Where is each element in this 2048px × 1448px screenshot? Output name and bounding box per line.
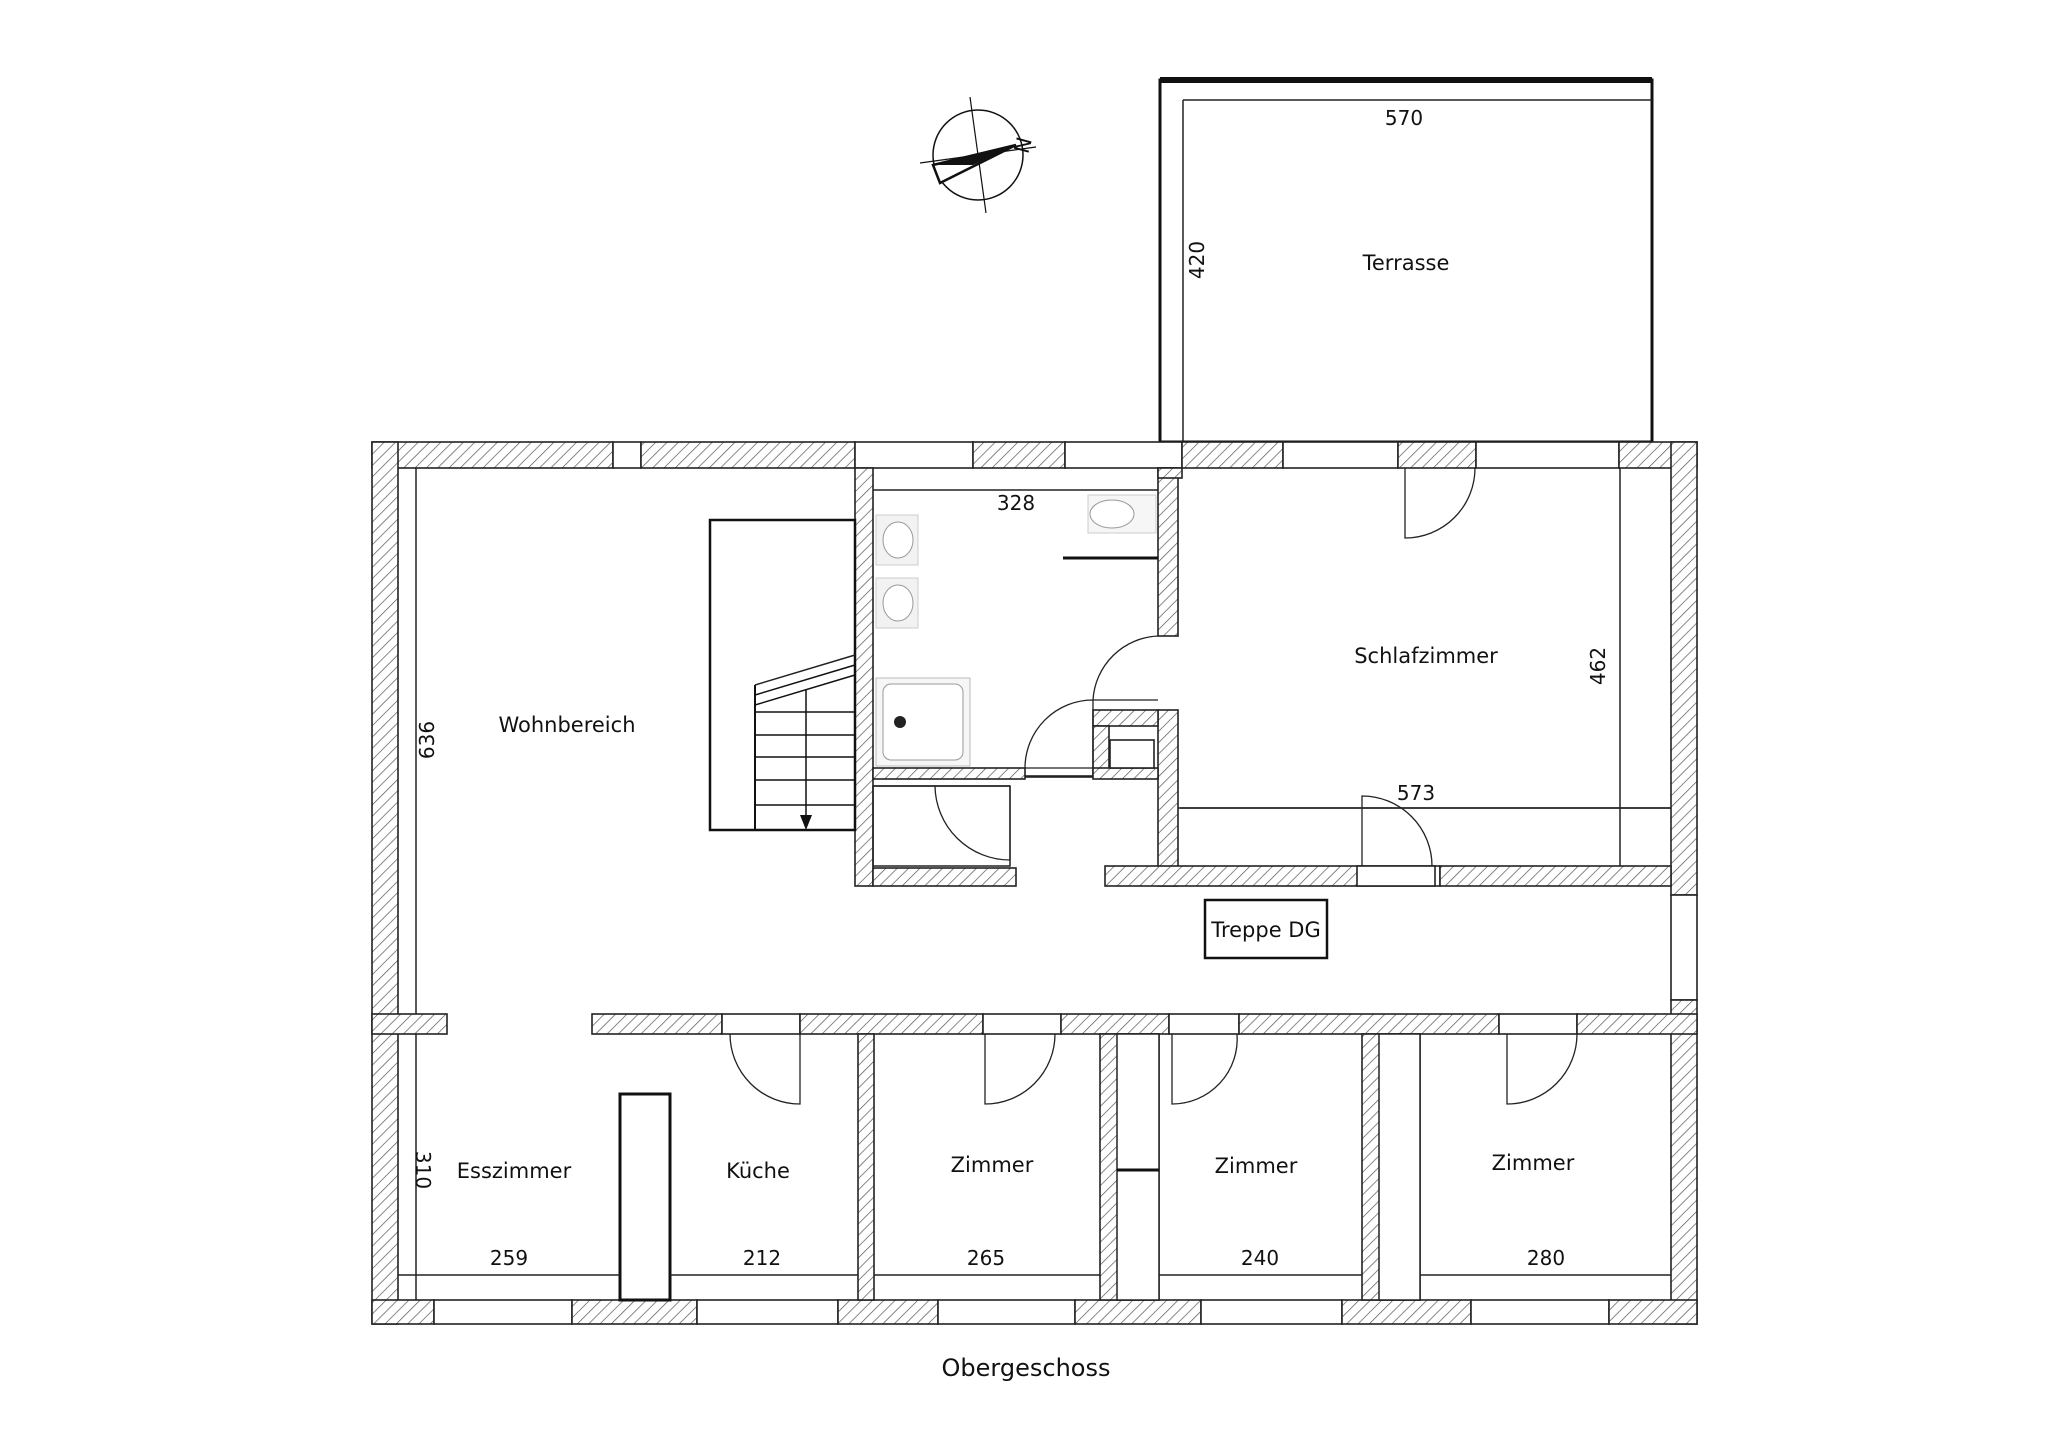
dimension-lines xyxy=(398,99,1671,1300)
room-label-zimmer1: Zimmer xyxy=(951,1153,1034,1177)
toilet-icon xyxy=(1087,494,1157,534)
sink-icon xyxy=(875,577,919,629)
room-label-zimmer3: Zimmer xyxy=(1492,1151,1575,1175)
room-label-treppe: Treppe DG xyxy=(1210,918,1321,942)
bathroom-fixtures xyxy=(875,494,1158,767)
dim-bad-width: 328 xyxy=(997,491,1035,515)
dim-ess-height: 310 xyxy=(411,1151,435,1189)
dim-schlaf-height: 462 xyxy=(1586,647,1610,685)
room-label-terrasse: Terrasse xyxy=(1362,251,1450,275)
room-label-kueche: Küche xyxy=(726,1159,790,1183)
dim-wohn-height: 636 xyxy=(415,721,439,759)
compass-north-label: N xyxy=(1010,134,1037,155)
compass-icon: N xyxy=(919,96,1037,214)
exterior-walls xyxy=(371,441,1698,1325)
dim-zimmer2-width: 240 xyxy=(1241,1246,1279,1270)
dim-terrasse-depth: 420 xyxy=(1185,241,1209,279)
room-label-wohnbereich: Wohnbereich xyxy=(498,713,635,737)
stair-dg-box: Treppe DG xyxy=(1203,898,1329,960)
dim-schlaf-width: 573 xyxy=(1397,781,1435,805)
room-label-esszimmer: Esszimmer xyxy=(457,1159,572,1183)
staircase xyxy=(708,518,857,832)
dim-zimmer1-width: 265 xyxy=(967,1246,1005,1270)
plan-caption: Obergeschoss xyxy=(942,1354,1111,1382)
room-label-schlafzimmer: Schlafzimmer xyxy=(1354,644,1498,668)
dim-terrasse-width: 570 xyxy=(1385,106,1423,130)
dim-ess-width: 259 xyxy=(490,1246,528,1270)
shafts xyxy=(618,1033,1421,1302)
dim-zimmer3-width: 280 xyxy=(1527,1246,1565,1270)
shower-tray-icon xyxy=(875,677,971,767)
dim-kueche-width: 212 xyxy=(743,1246,781,1270)
room-label-zimmer2: Zimmer xyxy=(1215,1154,1298,1178)
sink-icon xyxy=(875,514,919,566)
doors xyxy=(729,467,1578,1105)
